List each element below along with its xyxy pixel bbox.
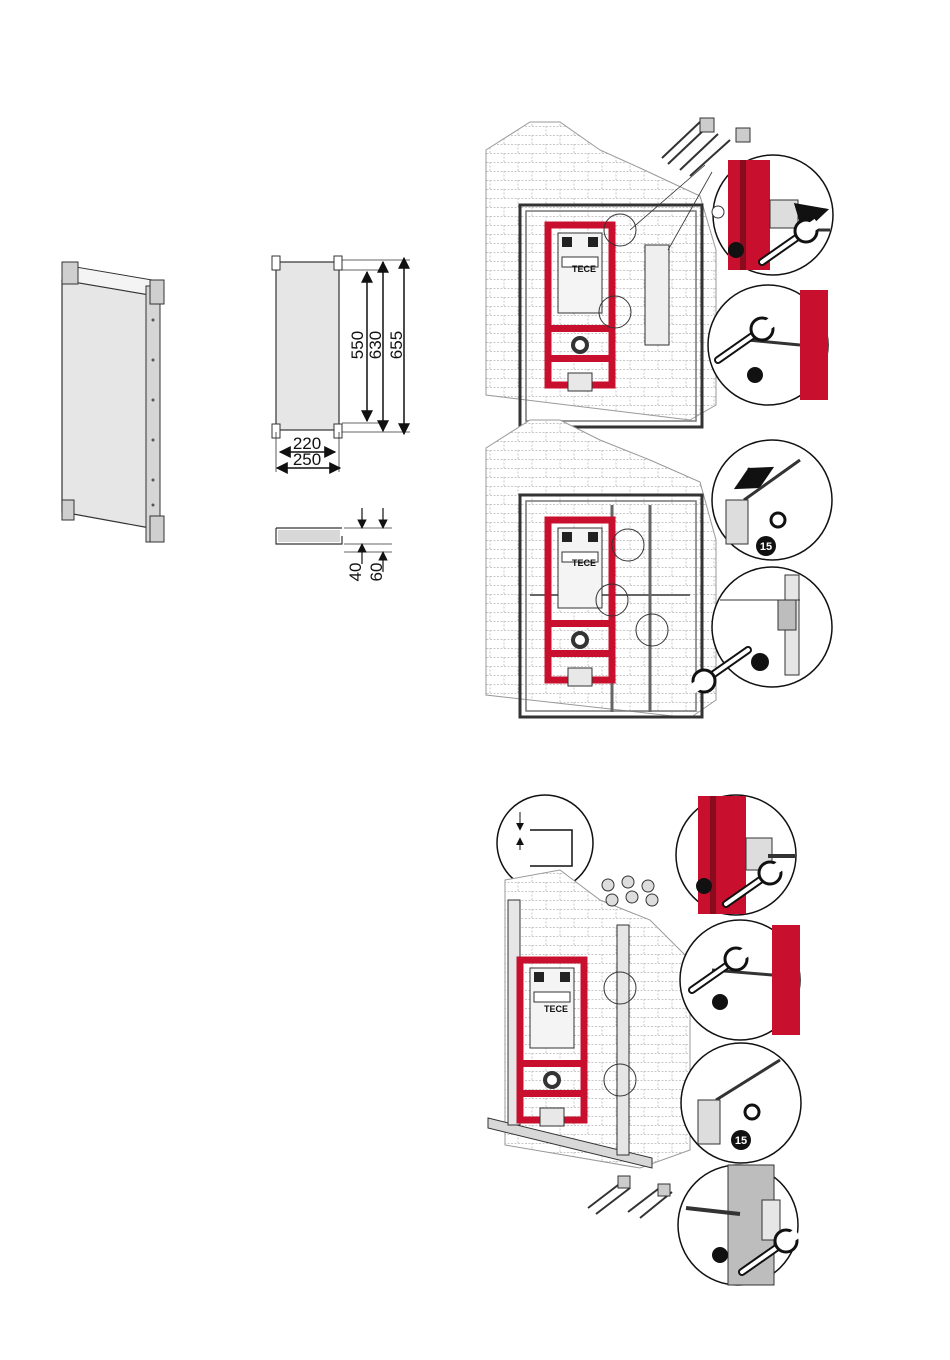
detail-3d bbox=[678, 1165, 800, 1285]
rotate-arrow-icon bbox=[728, 242, 744, 258]
detail-1b bbox=[708, 285, 828, 405]
dim-250: 250 bbox=[293, 450, 321, 469]
anchor-parts-3 bbox=[588, 1176, 672, 1218]
scene-1-wall-mount: TECE bbox=[486, 118, 750, 427]
dim-40: 40 bbox=[346, 563, 365, 582]
dim-630: 630 bbox=[366, 331, 385, 359]
wrench-size-1: 15 bbox=[760, 541, 772, 553]
dim-655: 655 bbox=[387, 331, 406, 359]
dim-60: 60 bbox=[367, 563, 386, 582]
dimension-drawing: 550 630 655 220 250 40 60 bbox=[272, 256, 410, 581]
panel-isometric bbox=[62, 262, 164, 542]
detail-1a bbox=[712, 155, 833, 275]
detail-3b bbox=[680, 920, 800, 1040]
detail-3a bbox=[676, 795, 796, 915]
brand-label-1: TECE bbox=[572, 264, 596, 274]
dim-550: 550 bbox=[348, 331, 367, 359]
scene-2-stud-wall: TECE bbox=[486, 420, 716, 718]
brand-label-2: TECE bbox=[572, 558, 596, 568]
detail-3c: 15 bbox=[681, 1043, 801, 1163]
anchor-parts-2 bbox=[602, 876, 658, 906]
wrench-size-2: 15 bbox=[735, 1135, 747, 1147]
brand-label-3: TECE bbox=[544, 1004, 568, 1014]
detail-2a: 15 bbox=[712, 440, 832, 560]
scene-3-freestanding: TECE bbox=[488, 795, 690, 1218]
